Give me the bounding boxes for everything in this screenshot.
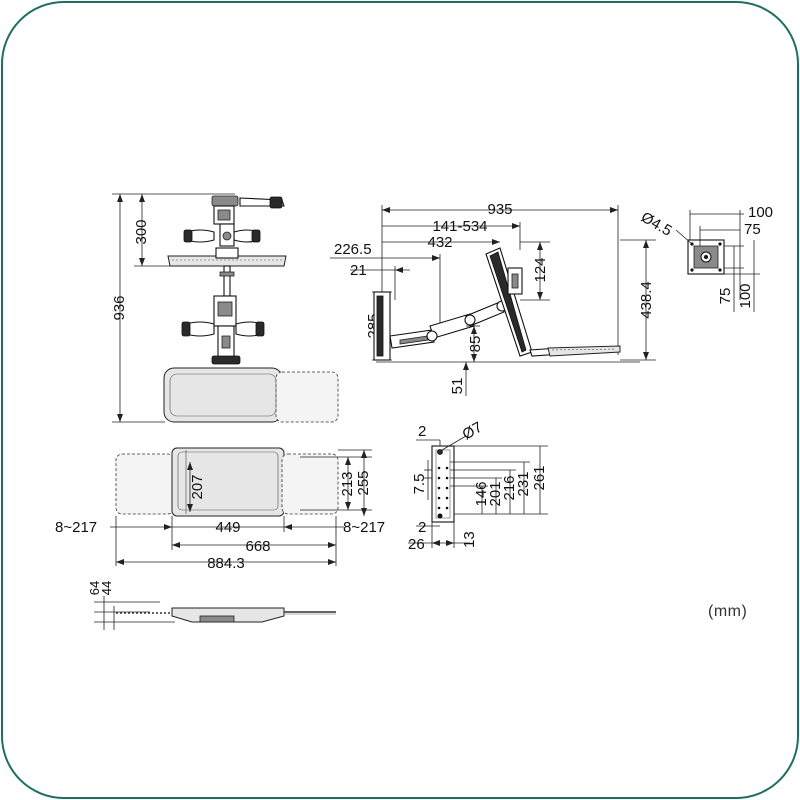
dim-side-reach-range: 141-534 bbox=[432, 218, 487, 235]
dim-front-height-upper: 300 bbox=[133, 219, 150, 244]
dim-plate-h201: 201 bbox=[487, 481, 504, 506]
dim-vesa-inner-height: 75 bbox=[717, 288, 734, 305]
dim-top-extension-right: 8~217 bbox=[343, 519, 385, 536]
dim-top-depth-outer: 255 bbox=[355, 470, 372, 495]
dim-plate-width-outer: 26 bbox=[408, 536, 425, 553]
dim-vesa-outer-width: 100 bbox=[748, 204, 773, 221]
dim-side-base-depth: 51 bbox=[449, 378, 466, 395]
dim-side-offset-small: 21 bbox=[350, 262, 367, 279]
dim-side-monitor-height: 438.4 bbox=[638, 281, 655, 319]
dim-top-extension-left: 8~217 bbox=[55, 519, 97, 536]
top-view: 207 213 255 8~217 449 8~217 668 bbox=[55, 447, 385, 572]
dim-top-width-tray: 668 bbox=[245, 538, 270, 555]
dim-front-height-total: 936 bbox=[111, 295, 128, 320]
dim-plate-edge-bottom: 2 bbox=[418, 519, 426, 536]
units-label: (mm) bbox=[708, 603, 747, 620]
dim-plate-h146: 146 bbox=[473, 481, 490, 506]
dim-top-depth-tray: 207 bbox=[189, 474, 206, 499]
front-view: 936 300 bbox=[111, 193, 339, 423]
dim-plate-h231: 231 bbox=[515, 471, 532, 496]
dim-side-reach-total: 935 bbox=[487, 201, 512, 218]
dim-top-width-total: 884.3 bbox=[207, 555, 245, 572]
dim-vesa-inner-width: 75 bbox=[744, 221, 761, 238]
dim-vesa-outer-height: 100 bbox=[737, 283, 754, 308]
dim-plate-slot-spacing: 7.5 bbox=[411, 474, 428, 495]
dim-side-thickness-outer: 64 bbox=[87, 581, 102, 595]
side-view-small: 64 44 bbox=[87, 581, 336, 630]
dim-plate-edge-top: 2 bbox=[418, 423, 426, 440]
dim-top-width-center: 449 bbox=[215, 519, 240, 536]
dim-side-thickness-inner: 44 bbox=[99, 581, 114, 595]
dim-top-depth-inner: 213 bbox=[339, 471, 356, 496]
dim-side-monitor-drop: 124 bbox=[532, 257, 549, 282]
dim-side-base-gap: 85 bbox=[467, 336, 484, 353]
side-view: 935 141-534 432 226.5 21 285 bbox=[330, 201, 656, 396]
dim-plate-h216: 216 bbox=[501, 475, 518, 500]
dim-plate-width-inner: 13 bbox=[461, 531, 478, 548]
dim-side-reach-arm: 432 bbox=[427, 234, 452, 251]
dim-side-offset-top: 226.5 bbox=[334, 241, 372, 258]
dim-plate-h261: 261 bbox=[531, 465, 548, 490]
